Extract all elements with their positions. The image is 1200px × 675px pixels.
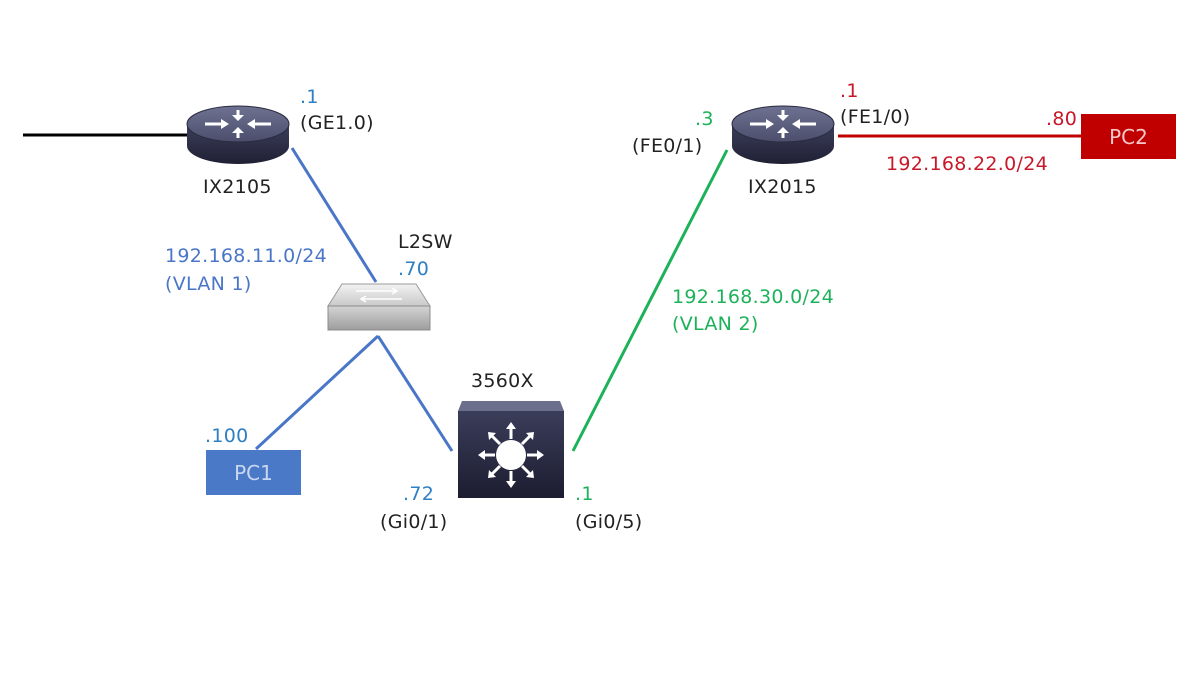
- link-3560x-ix2015: [571, 149, 729, 452]
- multilayer-switch-icon[interactable]: [456, 399, 566, 500]
- l2sw-name: L2SW: [398, 231, 453, 253]
- ix2015-fe01-port: (FE0/1): [632, 135, 703, 157]
- ix2105-ge-port: (GE1.0): [300, 112, 374, 134]
- vlan1-subnet: 192.168.11.0/24: [165, 245, 327, 267]
- ix2105-ge-host: .1: [300, 86, 319, 108]
- link-l2sw-3560x: [376, 335, 454, 452]
- link-l2sw-pc1: [254, 334, 380, 451]
- pc2-box[interactable]: PC2: [1081, 114, 1176, 159]
- 3560x-gi05-host: .1: [575, 483, 594, 505]
- 3560x-gi05-port: (Gi0/5): [575, 511, 643, 533]
- vlan2-subnet: 192.168.30.0/24: [672, 286, 834, 308]
- pc1-label: PC1: [234, 460, 273, 485]
- pc2-net-subnet: 192.168.22.0/24: [886, 153, 1048, 175]
- router-icon[interactable]: [728, 104, 838, 166]
- pc2-label: PC2: [1109, 124, 1148, 149]
- 3560x-name: 3560X: [471, 370, 534, 392]
- link-ix2105-l2sw: [290, 147, 378, 283]
- vlan2-name: (VLAN 2): [672, 313, 759, 335]
- ix2015-name: IX2015: [748, 176, 817, 198]
- router-icon[interactable]: [183, 104, 293, 166]
- 3560x-gi01-host: .72: [403, 483, 435, 505]
- vlan1-name: (VLAN 1): [165, 273, 252, 295]
- 3560x-gi01-port: (Gi0/1): [380, 511, 448, 533]
- pc1-host: .100: [205, 425, 249, 447]
- ix2015-fe10-port: (FE1/0): [840, 106, 911, 128]
- ix2105-name: IX2105: [203, 176, 272, 198]
- l2-switch-icon[interactable]: [326, 282, 432, 334]
- l2sw-host: .70: [398, 258, 430, 280]
- pc2-host: .80: [1046, 108, 1078, 130]
- ix2015-fe01-host: .3: [695, 108, 714, 130]
- pc1-box[interactable]: PC1: [206, 450, 301, 495]
- ix2015-fe10-host: .1: [840, 80, 859, 102]
